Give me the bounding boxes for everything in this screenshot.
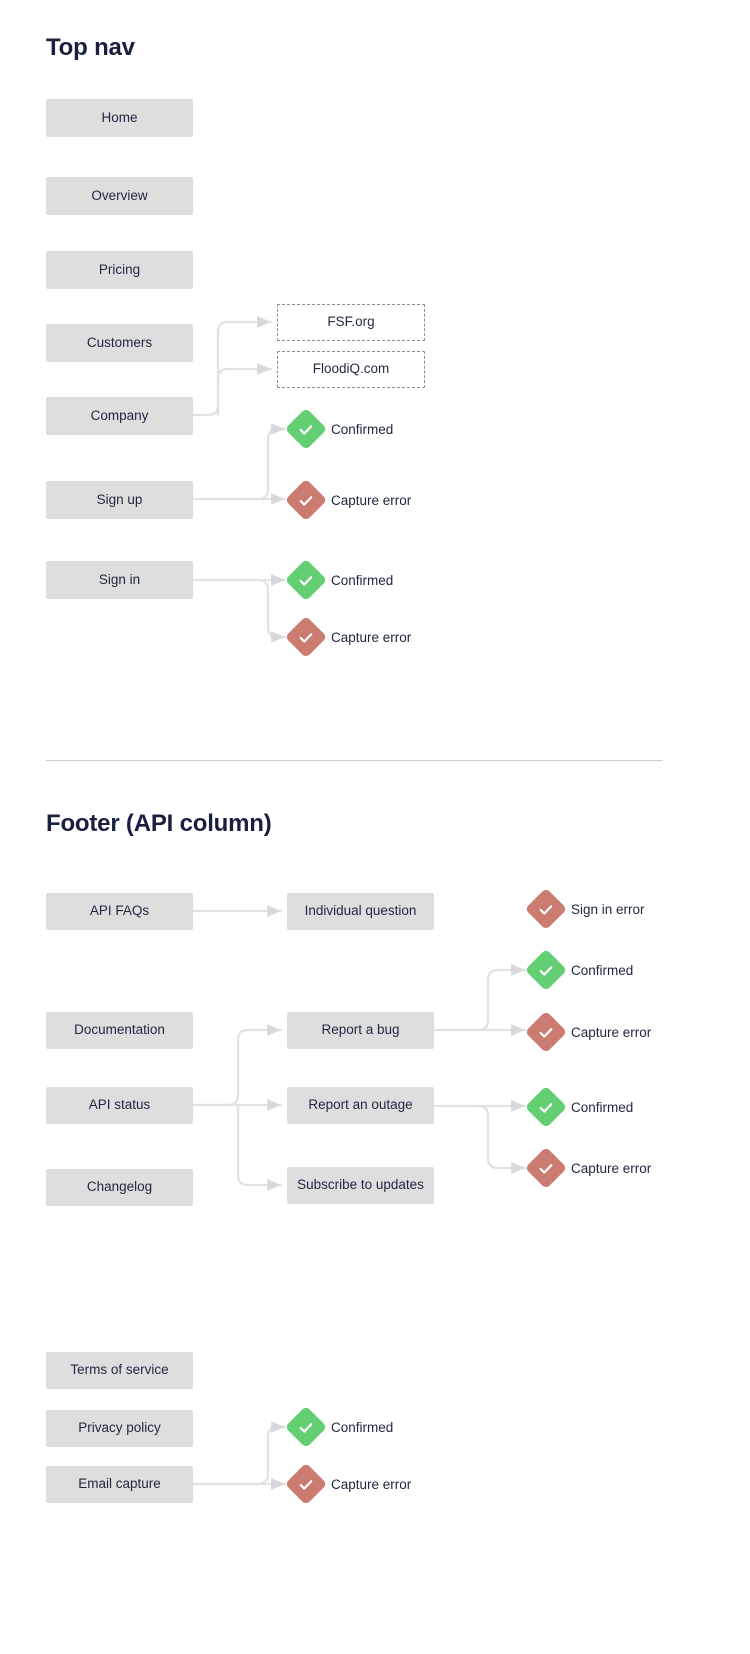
status-label: Capture error	[331, 492, 412, 508]
nav-item-label: Home	[101, 109, 138, 125]
nav-item-overview[interactable]: Overview	[46, 177, 193, 215]
footer-item-terms-of-service[interactable]: Terms of service	[46, 1352, 193, 1389]
status-emailcapture-capture-error: Capture error	[284, 1462, 412, 1506]
footer-item-privacy-policy[interactable]: Privacy policy	[46, 1410, 193, 1447]
nav-item-pricing[interactable]: Pricing	[46, 251, 193, 289]
status-label: Confirmed	[331, 1419, 394, 1435]
status-label: Confirmed	[571, 1099, 634, 1115]
status-label: Confirmed	[571, 962, 634, 978]
footer-node-label: Individual question	[304, 903, 417, 919]
footer-item-changelog[interactable]: Changelog	[46, 1169, 193, 1206]
nav-item-label: Pricing	[98, 261, 141, 277]
check-diamond-icon	[524, 1146, 568, 1190]
nav-item-company[interactable]: Company	[46, 397, 193, 435]
footer-node-label: Report a bug	[321, 1022, 400, 1038]
status-label: Capture error	[331, 629, 412, 645]
nav-item-label: Company	[90, 407, 149, 423]
wire-reportoutage-to-capture-error	[476, 1104, 527, 1174]
check-diamond-icon	[284, 1462, 328, 1506]
check-diamond-icon	[284, 558, 328, 602]
check-diamond-icon	[284, 478, 328, 522]
nav-item-label: Sign up	[96, 491, 143, 507]
nav-item-label: Sign in	[98, 571, 141, 587]
nav-item-label: Overview	[91, 187, 148, 203]
status-reportbug-confirmed: Confirmed	[524, 948, 634, 992]
wire-signin-to-capture-error	[256, 578, 287, 643]
status-label: Capture error	[571, 1160, 652, 1176]
footer-item-api-status[interactable]: API status	[46, 1087, 193, 1124]
status-label: Sign in error	[571, 901, 645, 917]
external-link-label: FSF.org	[327, 314, 375, 330]
footer-node-report-a-bug[interactable]: Report a bug	[287, 1012, 434, 1049]
nav-item-home[interactable]: Home	[46, 99, 193, 137]
external-link-fsf-org[interactable]: FSF.org	[277, 304, 425, 341]
footer-node-report-an-outage[interactable]: Report an outage	[287, 1087, 434, 1124]
footer-item-label: Documentation	[74, 1022, 165, 1038]
check-diamond-icon	[524, 887, 568, 931]
status-signup-capture-error: Capture error	[284, 478, 412, 522]
section-divider	[46, 760, 663, 761]
wire-apistatus-to-subscribe	[236, 1103, 283, 1191]
section-title-footer-api: Footer (API column)	[46, 810, 272, 837]
footer-node-label: Report an outage	[308, 1097, 413, 1113]
check-diamond-icon	[524, 1010, 568, 1054]
check-diamond-icon	[284, 615, 328, 659]
external-link-label: FloodiQ.com	[312, 361, 390, 377]
status-reportoutage-capture-error: Capture error	[524, 1146, 652, 1190]
status-signup-confirmed: Confirmed	[284, 407, 394, 451]
nav-item-sign-in[interactable]: Sign in	[46, 561, 193, 599]
status-label: Confirmed	[331, 421, 394, 437]
footer-node-subscribe-to-updates[interactable]: Subscribe to updates	[287, 1167, 434, 1204]
status-label: Capture error	[331, 1476, 412, 1492]
status-emailcapture-confirmed: Confirmed	[284, 1405, 394, 1449]
section-title-top-nav: Top nav	[46, 34, 135, 61]
check-diamond-icon	[284, 1405, 328, 1449]
wire-company-to-floodiq	[216, 363, 273, 417]
wire-company-to-fsf	[191, 316, 273, 417]
footer-item-api-faqs[interactable]: API FAQs	[46, 893, 193, 930]
status-signin-capture-error: Capture error	[284, 615, 412, 659]
footer-node-individual-question[interactable]: Individual question	[287, 893, 434, 930]
status-reportoutage-confirmed: Confirmed	[524, 1085, 634, 1129]
nav-item-customers[interactable]: Customers	[46, 324, 193, 362]
status-label: Confirmed	[331, 572, 394, 588]
footer-item-label: API status	[88, 1097, 151, 1113]
check-diamond-icon	[524, 948, 568, 992]
check-diamond-icon	[284, 407, 328, 451]
footer-item-label: Privacy policy	[78, 1420, 161, 1436]
footer-item-label: API FAQs	[89, 903, 150, 919]
footer-item-documentation[interactable]: Documentation	[46, 1012, 193, 1049]
footer-item-label: Changelog	[86, 1179, 153, 1195]
status-sign-in-error: Sign in error	[524, 887, 645, 931]
status-reportbug-capture-error: Capture error	[524, 1010, 652, 1054]
status-signin-confirmed: Confirmed	[284, 558, 394, 602]
footer-item-label: Email capture	[78, 1476, 161, 1492]
nav-item-label: Customers	[86, 334, 153, 350]
footer-item-email-capture[interactable]: Email capture	[46, 1466, 193, 1503]
external-link-floodiq-com[interactable]: FloodiQ.com	[277, 351, 425, 388]
footer-item-label: Terms of service	[70, 1362, 169, 1378]
check-diamond-icon	[524, 1085, 568, 1129]
nav-item-sign-up[interactable]: Sign up	[46, 481, 193, 519]
status-label: Capture error	[571, 1024, 652, 1040]
footer-node-label: Subscribe to updates	[297, 1177, 424, 1193]
